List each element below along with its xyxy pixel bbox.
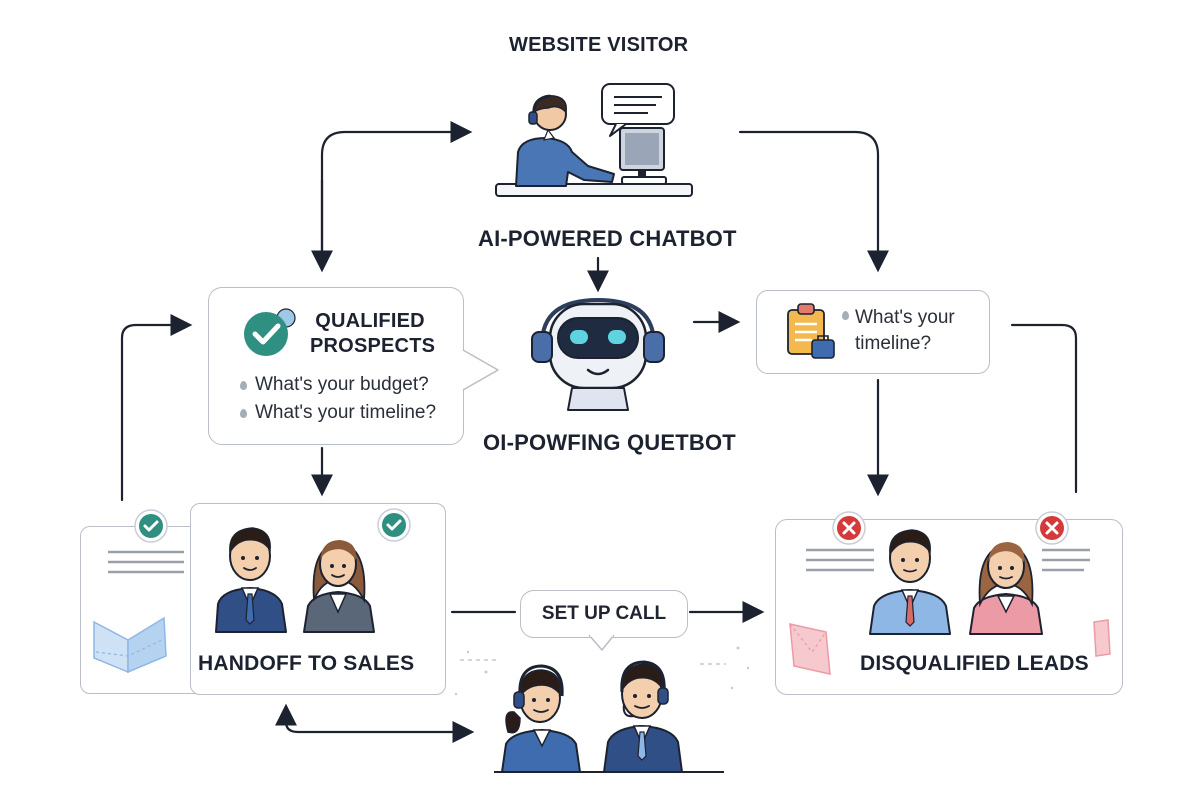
- blue-envelope-icon: [93, 616, 167, 674]
- arrow-visitor-to-timeline: [738, 130, 889, 273]
- handoff-label: HANDOFF TO SALES: [198, 652, 415, 675]
- bullet-icon: [240, 380, 247, 390]
- question-text: What's your timeline?: [255, 402, 437, 423]
- qualified-title: QUALIFIED PROSPECTS: [310, 309, 436, 359]
- reject-x-icon: [832, 511, 866, 545]
- arrow-handoff-to-qualified: [120, 314, 193, 502]
- qualified-title-line1: QUALIFIED: [315, 310, 425, 332]
- qualified-prospects-card: [208, 287, 464, 445]
- set-up-call-label: SET UP CALL: [541, 603, 667, 624]
- pink-envelope-icon: [789, 623, 831, 675]
- bullet-icon: [240, 408, 247, 418]
- robot-label: OI-POWFING QUETBOT: [483, 430, 736, 455]
- set-up-call-bubble: SET UP CALL: [520, 590, 688, 638]
- arrow-right-loop: [1010, 323, 1078, 494]
- question-budget: What's your budget?: [240, 374, 436, 396]
- bubble-tail: [588, 633, 615, 651]
- qualified-title-line2: PROSPECTS: [310, 335, 436, 357]
- reject-x-icon: [1035, 511, 1069, 545]
- clipboard-briefcase-icon: [787, 303, 835, 359]
- check-circle-icon: [134, 509, 168, 543]
- question-text: What's your budget?: [255, 374, 429, 395]
- visitor-label: WEBSITE VISITOR: [509, 34, 689, 56]
- checkmark-badge-icon: [244, 308, 296, 356]
- disqualified-people-illustration: [869, 529, 1043, 635]
- arrow-bottom-loop: [284, 710, 475, 743]
- pink-envelope-edge-icon: [1093, 619, 1111, 657]
- disqualified-lines-left: [806, 548, 874, 572]
- handoff-back-lines: [108, 550, 184, 574]
- visitor-at-computer-illustration: [495, 83, 693, 197]
- disqualified-lines-right: [1042, 548, 1090, 572]
- chatbot-label: AI-POWERED CHATBOT: [478, 226, 737, 251]
- check-circle-icon: [377, 508, 411, 542]
- qualified-questions: What's your budget? What's your timeline…: [240, 374, 436, 424]
- timeline-question-text: What's your timeline?: [855, 307, 955, 354]
- card-pointer: [462, 349, 499, 391]
- sales-team-illustration: [215, 527, 375, 633]
- call-agents-illustration: [494, 660, 724, 773]
- bullet-icon: [842, 311, 849, 320]
- disqualified-leads-card: [775, 519, 1123, 695]
- chatbot-robot-illustration: [531, 297, 665, 411]
- message-bubble-icon: [601, 83, 675, 137]
- question-timeline: What's your timeline?: [240, 402, 436, 424]
- disqualified-label: DISQUALIFIED LEADS: [860, 652, 1089, 675]
- arrow-qualified-to-visitor: [320, 121, 473, 270]
